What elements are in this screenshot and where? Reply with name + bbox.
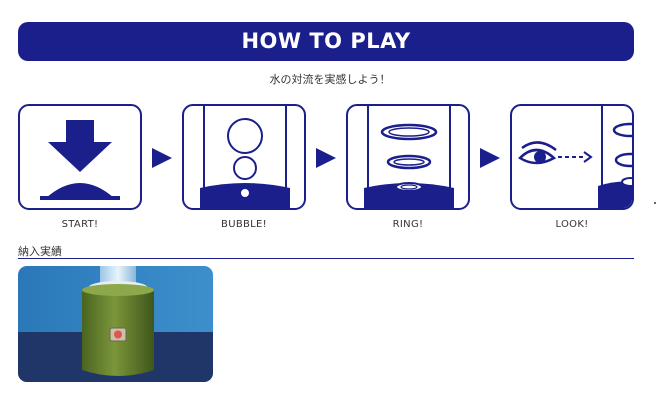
step-label-bubble: BUBBLE!: [221, 219, 267, 230]
product-photo: [18, 266, 213, 382]
decorative-dot: [654, 202, 656, 204]
arrow-right-icon: [152, 148, 172, 168]
step-look-card: [510, 104, 634, 210]
step-label-look: LOOK!: [555, 219, 589, 230]
step-label-start: START!: [61, 219, 99, 230]
step-ring-card: [346, 104, 470, 210]
step-start-card: [18, 104, 142, 210]
bubble-tube-icon: [200, 106, 290, 208]
section-title: 納入実績: [18, 245, 62, 258]
subtitle: 水の対流を実感しよう！: [269, 73, 391, 86]
how-to-play-banner: HOW TO PLAY: [18, 22, 634, 61]
step-label-ring: RING!: [392, 219, 424, 230]
arrow-right-icon: [480, 148, 500, 168]
arrow-right-icon: [316, 148, 336, 168]
ring-tube-icon: [364, 106, 454, 208]
push-button-icon: [40, 120, 120, 200]
step-bubble-card: [182, 104, 306, 210]
section-divider: [18, 258, 634, 259]
eye-look-icon: [518, 106, 632, 208]
banner-title: HOW TO PLAY: [241, 29, 411, 53]
